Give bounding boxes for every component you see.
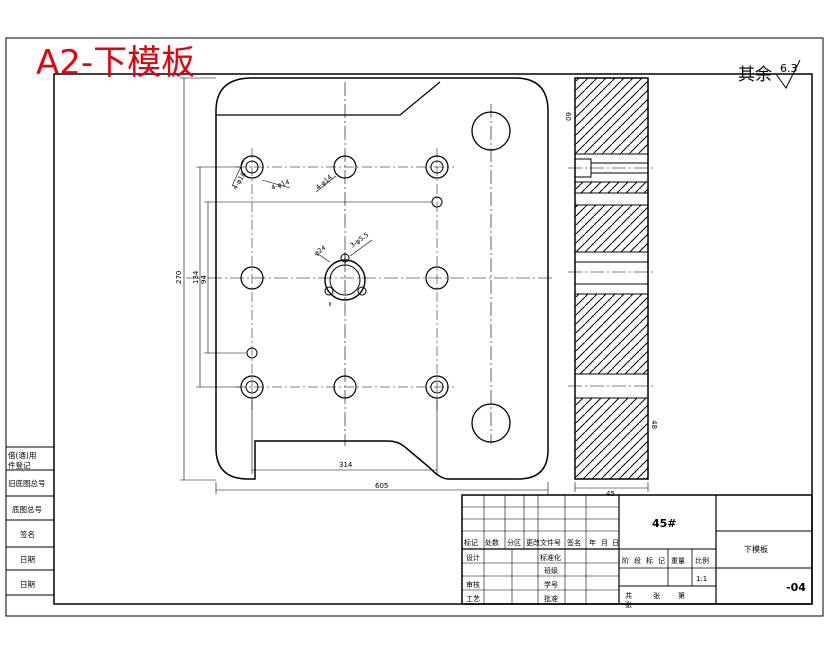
bolt-hole — [240, 266, 264, 290]
header-row-label: 更改文件号 — [526, 538, 561, 547]
side-label: 借(通)用 — [8, 450, 36, 460]
stage-label: 比例 — [695, 556, 709, 565]
bolt-hole — [425, 266, 449, 290]
sheet-label: 张 — [653, 591, 660, 600]
sign-label: 设计 — [466, 553, 480, 562]
dimension-lines — [180, 77, 549, 494]
sign-label: 工艺 — [466, 595, 480, 603]
bolt-hole — [333, 375, 357, 399]
guide-hole-bottom — [471, 403, 511, 443]
bolt-hole — [333, 155, 357, 179]
callout-text: 3-φ5.5 — [348, 231, 370, 250]
bolt-hole — [425, 155, 449, 179]
side-label: 旧底图总号 — [8, 478, 46, 488]
callout-text: 4-φ14 — [314, 173, 334, 191]
material: 45# — [652, 517, 677, 530]
plate-outline — [215, 77, 549, 480]
scale-value: 1:1 — [696, 575, 707, 583]
stage-label: 阶 — [622, 556, 629, 565]
stage-label: 段 — [634, 556, 641, 565]
side-label: 签名 — [20, 529, 35, 539]
center-bore — [324, 252, 367, 306]
plate-plan-view: 4-φ18 4-φ14 4-φ14 3-φ5.5 φ24 270 134 94 … — [175, 77, 552, 494]
dimension-text: 134 — [192, 270, 200, 284]
sheet-label: 共 — [625, 591, 632, 600]
header-row-label: 标记 — [464, 538, 478, 547]
header-row-label: 年 — [589, 538, 596, 547]
sign-label: 批准 — [544, 594, 558, 603]
dimension-text: 45 — [606, 490, 615, 498]
side-label-strip — [6, 446, 54, 596]
callout-text: 4-φ14 — [270, 178, 291, 192]
dimension-text: 60 — [564, 112, 572, 121]
surface-finish-value: 6.3 — [780, 62, 798, 75]
surface-finish-label: 其余 — [738, 65, 772, 85]
dimension-text: 605 — [375, 482, 388, 490]
header-row-label: 日 — [612, 539, 619, 547]
frame-border — [53, 73, 813, 605]
sign-label: 班级 — [544, 566, 558, 575]
pin-hole — [246, 347, 258, 359]
guide-hole-top — [471, 111, 511, 151]
surface-finish-symbol: 其余 6.3 — [738, 59, 801, 89]
stage-label: 标 — [646, 556, 653, 565]
stage-label: 记 — [658, 557, 665, 565]
side-label: 件登记 — [8, 460, 31, 470]
callout-text: φ24 — [312, 244, 327, 258]
sheet-label: 张 — [625, 600, 632, 609]
header-row-label: 处数 — [485, 538, 499, 547]
header-row-label: 签名 — [567, 538, 581, 547]
callout-text: 4-φ18 — [231, 171, 248, 191]
header-row-label: 月 — [601, 539, 608, 547]
side-label: 日期 — [20, 580, 35, 589]
sheet-border — [5, 37, 824, 617]
section-outline — [574, 77, 649, 480]
sign-label: 标准化 — [540, 553, 561, 562]
side-label: 日期 — [20, 555, 35, 564]
drawing-number: -04 — [786, 581, 806, 594]
sheet-label: 第 — [678, 591, 685, 600]
header-row-label: 分区 — [507, 538, 521, 547]
plate-step-edge — [216, 81, 441, 116]
dimension-text: 270 — [175, 271, 183, 284]
dimension-text: 94 — [200, 275, 208, 284]
dimension-text: 314 — [339, 461, 353, 469]
part-name: 下模板 — [744, 544, 768, 554]
side-label: 底图总号 — [12, 504, 42, 514]
drawing-title: A2-下模板 — [36, 43, 195, 83]
stage-label: 重量 — [671, 557, 685, 565]
plate-section-view: 45 60 48 — [564, 77, 658, 498]
sign-label: 审核 — [466, 580, 480, 589]
sign-label: 学号 — [544, 580, 558, 589]
title-block — [461, 494, 813, 605]
dimension-text: 48 — [650, 420, 658, 429]
